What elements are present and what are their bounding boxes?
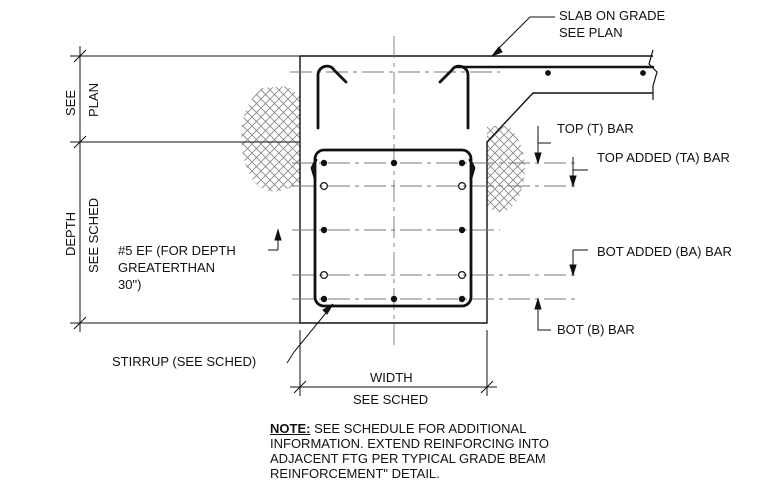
leaders xyxy=(268,16,588,364)
top-bar-label: TOP (T) BAR xyxy=(557,121,634,136)
note-line-2: INFORMATION. EXTEND REINFORCING INTO xyxy=(270,436,550,451)
note-line-4: REINFORCEMENT" DETAIL. xyxy=(270,466,440,481)
bot-bar-label: BOT (B) BAR xyxy=(557,322,635,337)
concrete-outline xyxy=(299,49,658,324)
width-sched-label: SEE SCHED xyxy=(353,392,429,407)
slab-label-line2: SEE PLAN xyxy=(559,25,623,40)
rebar-dots xyxy=(320,70,646,303)
bot-added-bar-label: BOT ADDED (BA) BAR xyxy=(597,244,732,259)
width-label: WIDTH xyxy=(370,370,413,385)
ef-label-line2: GREATERTHAN xyxy=(118,260,216,275)
see-label: SEE xyxy=(63,89,78,116)
dimension-lines xyxy=(70,46,497,396)
note-line1-text: SEE SCHEDULE FOR ADDITIONAL xyxy=(310,421,527,436)
top-added-bar-label: TOP ADDED (TA) BAR xyxy=(597,150,730,165)
note-line-3: ADJACENT FTG PER TYPICAL GRADE BEAM xyxy=(270,451,546,466)
depth-label: DEPTH xyxy=(63,211,78,256)
slab-label-line1: SLAB ON GRADE xyxy=(559,8,666,23)
plan-label: PLAN xyxy=(86,83,101,117)
depth-sched-label: SEE SCHED xyxy=(86,197,101,273)
note-heading: NOTE: xyxy=(270,421,311,436)
stirrup-label: STIRRUP (SEE SCHED) xyxy=(112,354,257,369)
note-line-1: NOTE: SEE SCHEDULE FOR ADDITIONAL xyxy=(270,421,690,436)
center-lines xyxy=(290,36,580,345)
ef-label-line1: #5 EF (FOR DEPTH xyxy=(118,243,236,258)
general-note: NOTE: SEE SCHEDULE FOR ADDITIONAL INFORM… xyxy=(270,421,690,481)
soil-hatch xyxy=(241,86,525,213)
ef-label-line3: 30") xyxy=(118,277,142,292)
stirrup-reinforcement xyxy=(310,64,655,308)
